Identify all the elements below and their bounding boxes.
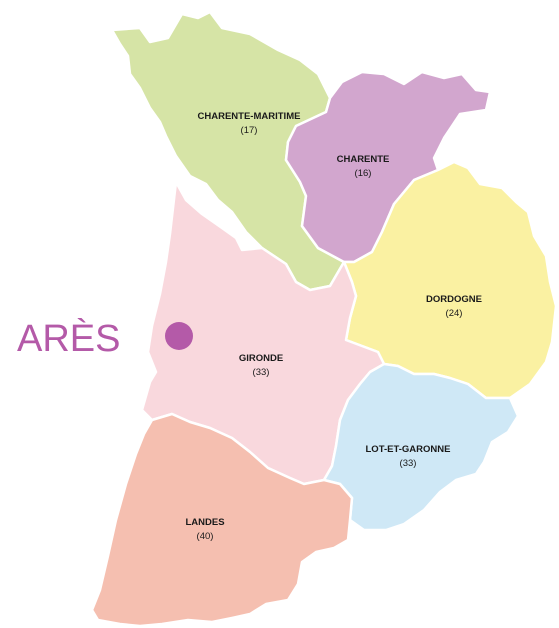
dept-name-charente: CHARENTE bbox=[337, 154, 390, 165]
dept-code-charente: (16) bbox=[355, 168, 372, 179]
city-marker[interactable] bbox=[165, 322, 193, 350]
dept-code-gironde: (33) bbox=[253, 367, 270, 378]
dept-shape-lot-et-garonne[interactable] bbox=[322, 362, 520, 532]
dept-shape-landes[interactable] bbox=[90, 412, 354, 628]
dept-code-landes: (40) bbox=[197, 531, 214, 542]
city-label: ARÈS bbox=[17, 317, 120, 360]
dept-name-lot-et-garonne: LOT-ET-GARONNE bbox=[366, 444, 451, 455]
dept-name-landes: LANDES bbox=[185, 517, 224, 528]
dept-code-dordogne: (24) bbox=[446, 308, 463, 319]
dept-name-gironde: GIRONDE bbox=[239, 353, 283, 364]
dept-code-charente-maritime: (17) bbox=[241, 125, 258, 136]
dept-name-charente-maritime: CHARENTE-MARITIME bbox=[198, 111, 301, 122]
dept-name-dordogne: DORDOGNE bbox=[426, 294, 482, 305]
dept-code-lot-et-garonne: (33) bbox=[400, 458, 417, 469]
